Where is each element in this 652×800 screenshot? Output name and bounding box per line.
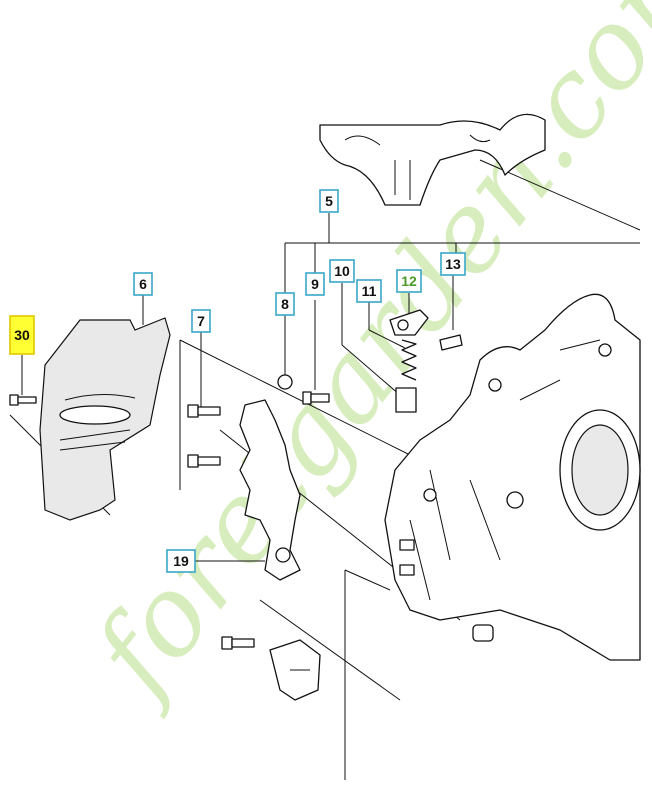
bottom-bracket <box>269 639 321 701</box>
callout-12: 12 <box>396 269 422 293</box>
block-10 <box>395 387 417 413</box>
callout-7-label: 7 <box>197 313 205 329</box>
callout-6-label: 6 <box>139 276 147 292</box>
callout-19-label: 19 <box>173 553 189 569</box>
callout-12-label: 12 <box>401 273 417 289</box>
callout-7: 7 <box>191 309 211 333</box>
screw-7a <box>187 404 221 418</box>
callout-13: 13 <box>440 252 466 276</box>
screw-7b <box>187 454 221 468</box>
engine-cylinder-fragment <box>319 113 546 206</box>
callout-13-label: 13 <box>445 256 461 272</box>
callout-11-label: 11 <box>362 283 377 299</box>
plate-19 <box>239 399 301 581</box>
callout-30-label: 30 <box>14 327 30 343</box>
screw-bottom <box>221 636 255 650</box>
callout-19: 19 <box>166 549 196 573</box>
pin-8 <box>277 374 293 390</box>
callout-30: 30 <box>9 315 35 355</box>
spring-11 <box>401 339 417 381</box>
bushing <box>472 624 494 642</box>
pin-9 <box>302 391 330 405</box>
screw-30 <box>9 394 37 406</box>
screw-13 <box>439 334 463 351</box>
tensioner-parts <box>389 309 463 413</box>
chain-guard-plate <box>39 317 171 521</box>
callout-5-label: 5 <box>325 193 333 209</box>
crankcase <box>384 293 641 661</box>
callout-11: 11 <box>356 279 382 303</box>
callout-10-label: 10 <box>334 263 350 279</box>
callout-6: 6 <box>133 272 153 296</box>
callout-8: 8 <box>275 292 295 316</box>
callout-9: 9 <box>305 272 325 296</box>
callout-9-label: 9 <box>311 276 319 292</box>
callout-10: 10 <box>329 259 355 283</box>
callout-8-label: 8 <box>281 296 289 312</box>
callout-5: 5 <box>319 189 339 213</box>
